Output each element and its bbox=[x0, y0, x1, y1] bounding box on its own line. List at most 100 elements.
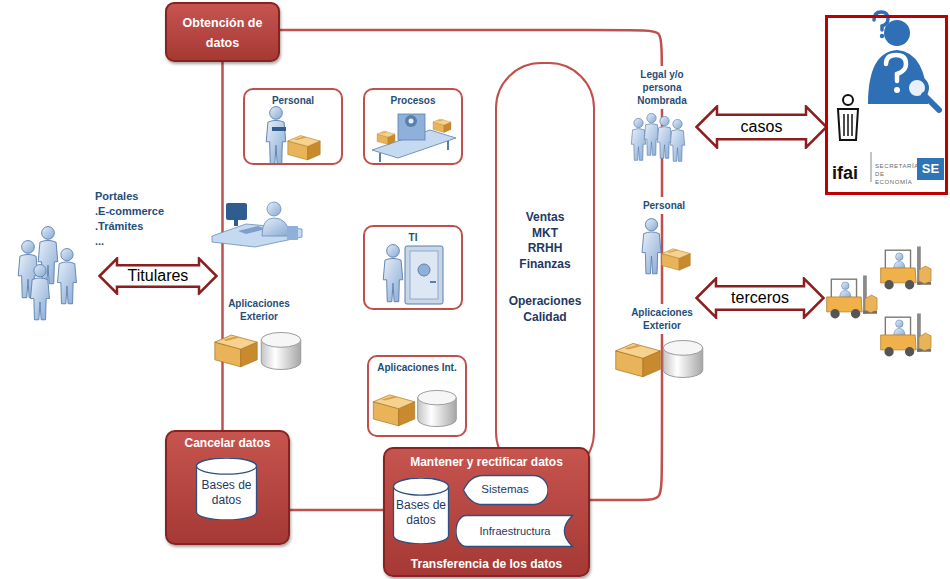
ifai-logo-icon bbox=[851, 114, 853, 136]
processes-icon bbox=[405, 115, 417, 127]
category-box: Personal bbox=[243, 88, 343, 165]
person-icon bbox=[266, 107, 286, 164]
node-text: Personal bbox=[247, 94, 339, 107]
forklift-icon bbox=[881, 246, 931, 289]
computer-user-icon bbox=[234, 220, 238, 226]
personal-right-icon bbox=[642, 219, 690, 274]
person-icon bbox=[383, 245, 403, 302]
box-icon bbox=[662, 249, 691, 270]
annotation-label: Legal y/o persona Nombrada bbox=[628, 66, 696, 109]
node-outline bbox=[456, 516, 572, 547]
box-icon bbox=[215, 335, 257, 367]
processes-icon bbox=[398, 114, 425, 140]
node-outline bbox=[394, 478, 449, 544]
disk-icon bbox=[663, 340, 703, 377]
authority-icon bbox=[880, 34, 884, 38]
computer-user-icon bbox=[267, 202, 281, 216]
node-text: Mantener y rectificar datos bbox=[387, 454, 587, 470]
node-outline bbox=[394, 478, 449, 495]
computer-user-icon bbox=[226, 203, 247, 220]
authority-icon bbox=[924, 95, 939, 110]
node-text: Infraestructura bbox=[460, 524, 570, 538]
node-outline bbox=[697, 107, 827, 148]
node-text: SE bbox=[917, 158, 944, 180]
authority-icon bbox=[868, 50, 928, 104]
process-box: Obtención de datos bbox=[165, 2, 280, 62]
annotation-label: ... bbox=[95, 235, 104, 248]
it-icon bbox=[383, 245, 443, 304]
node-text: Bases de datos bbox=[200, 478, 254, 508]
it-icon bbox=[405, 246, 443, 304]
ifai-logo-icon bbox=[843, 95, 853, 105]
processes-icon bbox=[379, 153, 381, 162]
node-outline bbox=[697, 279, 824, 318]
forklift-icon bbox=[881, 313, 931, 356]
category-box: TI bbox=[363, 225, 463, 310]
person-icon bbox=[58, 249, 77, 304]
it-icon bbox=[410, 251, 438, 299]
processes-icon bbox=[447, 141, 449, 150]
legal-people-icon bbox=[631, 113, 684, 161]
node-text: Bases de datos bbox=[394, 498, 448, 528]
authority-icon bbox=[886, 55, 906, 81]
node-text: Obtención de datos bbox=[175, 13, 271, 53]
computer-user-icon bbox=[262, 218, 290, 236]
third-parties-icon bbox=[827, 246, 931, 356]
node-text: SECRETARÍA DE ECONOMÍA bbox=[875, 162, 915, 186]
node-outline bbox=[197, 458, 257, 474]
authority-icon bbox=[894, 87, 900, 93]
category-box: Aplicaciones Int. bbox=[367, 355, 467, 437]
computer-user-icon bbox=[212, 224, 302, 247]
flow-line bbox=[290, 509, 383, 512]
process-box: Mantener y rectificar datosTransferencia… bbox=[383, 447, 590, 577]
it-icon bbox=[418, 264, 430, 276]
database-cylinder: Bases de datos bbox=[195, 458, 258, 520]
ifai-logo-icon bbox=[843, 114, 845, 136]
person-icon bbox=[31, 265, 50, 320]
node-text: casos bbox=[717, 117, 807, 137]
process-box: Cancelar datosBases de datos bbox=[165, 430, 290, 545]
node-text: Cancelar datos bbox=[169, 435, 287, 451]
personal-icon bbox=[272, 127, 286, 131]
annotation-label: Aplicaciones Exterior bbox=[226, 297, 292, 323]
person-icon bbox=[670, 119, 684, 161]
internal-apps-icon bbox=[373, 390, 456, 426]
ifai-logo-icon bbox=[847, 114, 849, 136]
category-box: Procesos bbox=[363, 88, 463, 165]
disk-icon bbox=[418, 390, 457, 426]
computer-user-icon bbox=[287, 226, 298, 240]
node-text: Transferencia de los datos bbox=[387, 556, 587, 572]
person-icon bbox=[657, 116, 671, 158]
node-text: TI bbox=[367, 231, 459, 244]
department-band: Ventas MKT RRHH FinanzasOperaciones Cali… bbox=[495, 62, 595, 478]
annotation-label: .E-commerce bbox=[95, 205, 164, 218]
computer-user-icon bbox=[212, 202, 302, 247]
ifai-logo-icon bbox=[838, 109, 858, 140]
node-text: Sistemas bbox=[465, 482, 545, 497]
annotation-label: .Trámites bbox=[95, 220, 143, 233]
titulares-people-icon bbox=[18, 227, 76, 320]
person-icon bbox=[644, 113, 658, 155]
node-text: Ventas MKT RRHH Finanzas bbox=[519, 210, 570, 272]
person-icon bbox=[631, 118, 645, 160]
annotation-label: Personal bbox=[636, 197, 692, 214]
double-arrow: Titulares bbox=[98, 257, 218, 295]
personal-icon bbox=[266, 107, 320, 164]
node-text: Aplicaciones Int. bbox=[371, 361, 463, 374]
ifai-logo-icon bbox=[871, 152, 872, 182]
node-outline bbox=[100, 259, 217, 294]
box-icon bbox=[288, 136, 320, 160]
infrastructure-shape: Infraestructura bbox=[456, 514, 574, 548]
person-icon bbox=[642, 219, 661, 274]
external-apps-icon bbox=[215, 332, 301, 369]
double-arrow: terceros bbox=[695, 277, 825, 319]
node-outline bbox=[197, 458, 257, 520]
forklift-icon bbox=[827, 275, 877, 318]
it-icon bbox=[430, 281, 436, 283]
annotation-label: Portales bbox=[95, 190, 138, 203]
box-icon bbox=[373, 395, 414, 426]
flow-line bbox=[280, 30, 662, 500]
database-cylinder: Bases de datos bbox=[392, 478, 450, 544]
box-icon bbox=[616, 343, 660, 376]
